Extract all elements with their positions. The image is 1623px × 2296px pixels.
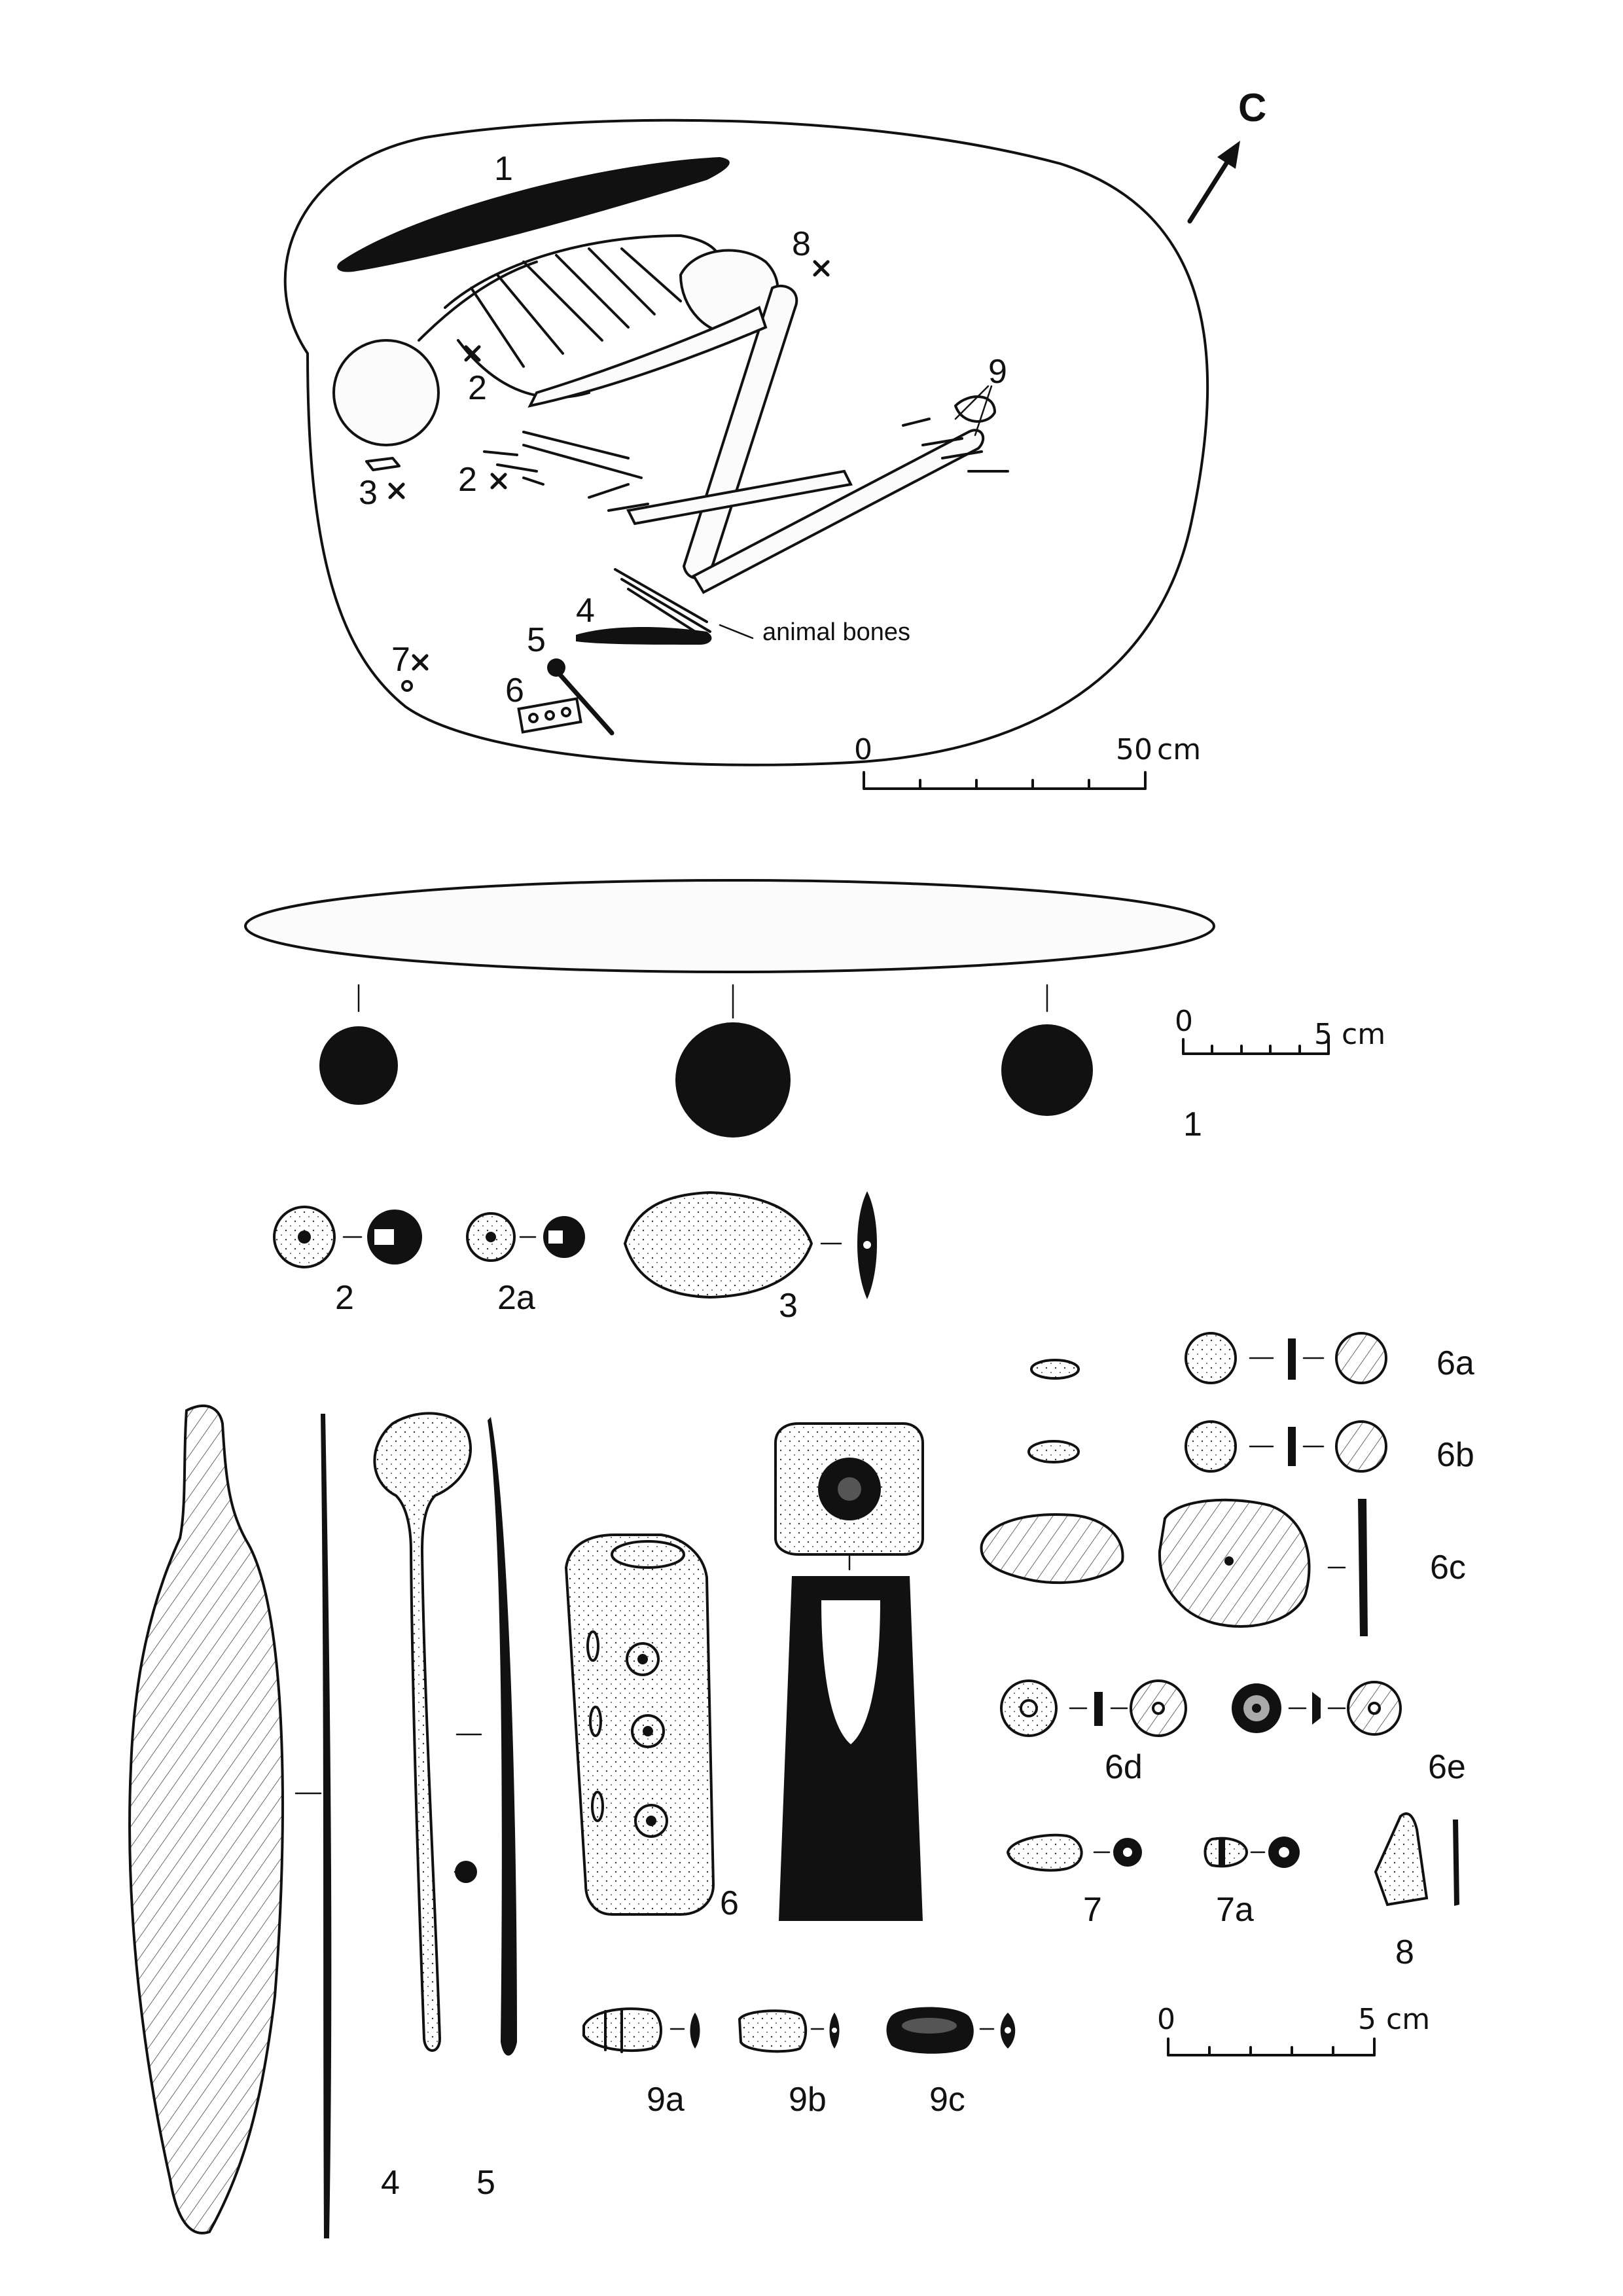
plan-label-5: 5: [527, 621, 546, 659]
artifact-8: 8: [1374, 1812, 1459, 1971]
plan-scale-start: 0: [854, 733, 872, 766]
animal-bones-label: animal bones: [762, 619, 910, 646]
figure-label-6: 6: [720, 1884, 739, 1922]
skeleton-drawing: [332, 234, 1009, 594]
small-finds-scale-start: 0: [1157, 2003, 1175, 2036]
artifact-1-side-view: [244, 879, 1215, 973]
figure-label-7: 7: [1083, 1891, 1102, 1929]
artifact-2: 2: [273, 1206, 422, 1317]
plan-label-6: 6: [505, 672, 524, 709]
small-finds-scale-bar: 0 5 cm: [1157, 2003, 1430, 2056]
artifact-6e: 6e: [1232, 1681, 1466, 1786]
figure-label-3: 3: [779, 1287, 798, 1325]
artifact-9a: 9a: [582, 2007, 700, 2119]
plan-label-3: 3: [359, 474, 378, 512]
plan-label-2-upper: 2: [468, 369, 487, 407]
figure-label-6d: 6d: [1105, 1748, 1143, 1786]
plan-label-7: 7: [391, 641, 410, 679]
artifact-5-pin: 5: [373, 1412, 517, 2202]
plan-label-2-lower: 2: [458, 461, 477, 499]
artifact-1-scale-unit: cm: [1342, 1018, 1385, 1051]
figure-label-6a: 6a: [1436, 1344, 1474, 1382]
artifact-9b: 9b: [738, 2009, 840, 2119]
animal-bones: [614, 568, 754, 639]
artifact-1-section-left: [319, 1026, 398, 1105]
plan-scale-unit: cm: [1157, 733, 1201, 766]
figure-label-2a: 2a: [497, 1279, 535, 1317]
artifact-1-scale-end: 5: [1314, 1018, 1332, 1051]
small-finds-scale-end: 5: [1358, 2003, 1376, 2036]
grave-plan: 1 2 2 3 4 5 6 7 8 9 animal bones C 0 50 …: [283, 86, 1266, 790]
artifact-9c: 9c: [886, 2007, 1016, 2119]
figure-label-2: 2: [335, 1279, 354, 1317]
tibia: [692, 429, 985, 594]
plan-artifact-3: [365, 457, 401, 471]
figure-label-1: 1: [1183, 1105, 1202, 1143]
artifact-1-section-right: [1001, 1024, 1093, 1116]
plan-artifact-1-stone: [337, 157, 730, 272]
artifact-1: 1 0 5 cm: [244, 879, 1385, 1143]
figure-label-7a: 7a: [1216, 1891, 1254, 1929]
plan-scale-bar: 0 50 cm: [854, 733, 1201, 790]
figure-label-5: 5: [476, 2164, 495, 2202]
plan-label-9: 9: [988, 353, 1007, 391]
skull: [332, 339, 440, 446]
figure-label-6b: 6b: [1436, 1436, 1474, 1474]
figure-label-6c: 6c: [1430, 1549, 1466, 1587]
plan-artifact-7-bead: [401, 680, 413, 692]
figure-label-4: 4: [381, 2164, 400, 2202]
figure-label-9b: 9b: [789, 2081, 827, 2119]
artifact-2a: 2a: [466, 1212, 585, 1317]
north-arrow-icon: [1187, 141, 1240, 224]
figure-label-9c: 9c: [929, 2081, 965, 2119]
artifact-6d: 6d: [1000, 1679, 1187, 1786]
artifact-6a: 6a: [1030, 1332, 1474, 1384]
plan-label-1: 1: [494, 150, 513, 188]
artifact-6c: 6c: [980, 1498, 1466, 1636]
artifact-3: 3: [623, 1191, 877, 1325]
artifact-1-scale-bar: 0 5 cm: [1175, 1005, 1385, 1055]
plan-label-4: 4: [576, 592, 595, 630]
figure-label-6e: 6e: [1428, 1748, 1466, 1786]
plan-artifact-6-block: [517, 697, 582, 734]
perforation-rings: [586, 1630, 668, 1838]
cross-marker-icon: [388, 260, 830, 671]
plan-scale-end: 50: [1116, 733, 1152, 766]
plan-artifact-5-pin: [547, 658, 615, 736]
grave-pit-outline: [283, 118, 1209, 766]
figure-label-8: 8: [1395, 1933, 1414, 1971]
artifact-6b: 6b: [1027, 1420, 1474, 1474]
artifact-6-block: 6: [564, 1422, 924, 1922]
plan-artifact-4-dagger: [576, 627, 712, 645]
figure-label-9a: 9a: [647, 2081, 685, 2119]
artifact-7a: 7a: [1204, 1837, 1300, 1929]
artifact-7: 7: [1006, 1833, 1142, 1929]
artifact-1-scale-start: 0: [1175, 1005, 1193, 1038]
north-label: C: [1238, 86, 1266, 130]
artifact-1-section-middle: [675, 1022, 791, 1138]
artifact-4-dagger: 4: [128, 1404, 400, 2238]
small-finds-scale-unit: cm: [1386, 2003, 1430, 2036]
plan-label-8: 8: [792, 225, 811, 263]
